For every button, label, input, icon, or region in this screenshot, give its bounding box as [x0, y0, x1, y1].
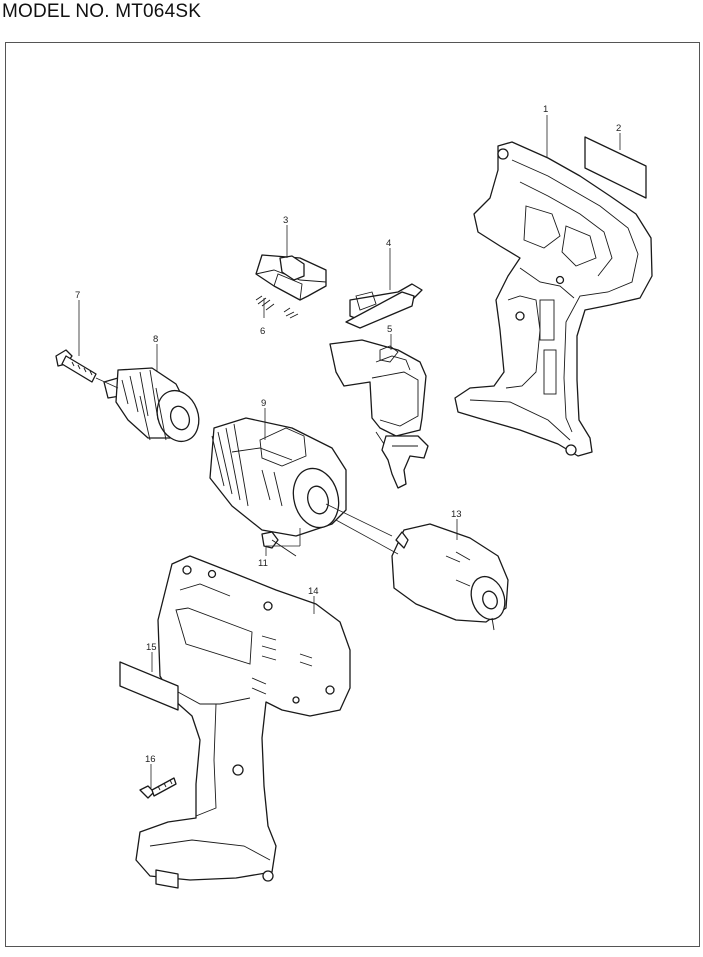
callout-1: 1: [543, 104, 548, 115]
part-16-screw: [139, 777, 177, 799]
callout-5: 5: [387, 324, 392, 335]
callout-9: 9: [261, 398, 266, 409]
part-9-gear-assembly: [209, 417, 347, 537]
part-6-spring: [255, 295, 299, 319]
callout-3: 3: [283, 215, 288, 226]
callout-6: 6: [260, 326, 265, 337]
callout-15: 15: [146, 642, 157, 653]
part-2-label: [584, 136, 647, 199]
part-8-keyless-chuck: [103, 367, 200, 443]
callout-11: 11: [258, 558, 268, 569]
callout-8: 8: [153, 334, 158, 345]
diagram-frame: [5, 42, 700, 947]
part-5-switch: [329, 339, 429, 489]
part-11-screw: [261, 531, 297, 557]
callout-numbers: 1 2 3 4 5 6 7 8 9 11 13 14 15 16: [75, 104, 621, 765]
callout-4: 4: [386, 238, 391, 249]
part-14-housing-left: [135, 555, 351, 889]
part-15-label: [119, 661, 179, 711]
part-4-switch-link: [345, 283, 423, 329]
part-7-screw: [55, 349, 97, 383]
callout-14: 14: [308, 586, 319, 597]
callout-16: 16: [145, 754, 156, 765]
model-title: MODEL NO. MT064SK: [2, 1, 202, 22]
callout-13: 13: [451, 509, 462, 520]
callout-2: 2: [616, 123, 621, 134]
callout-7: 7: [75, 290, 80, 301]
leader-lines: [78, 115, 621, 788]
part-3-reversing-lever: [255, 254, 327, 301]
part-13-motor: [391, 523, 509, 631]
part-1-housing-right: [454, 141, 653, 457]
